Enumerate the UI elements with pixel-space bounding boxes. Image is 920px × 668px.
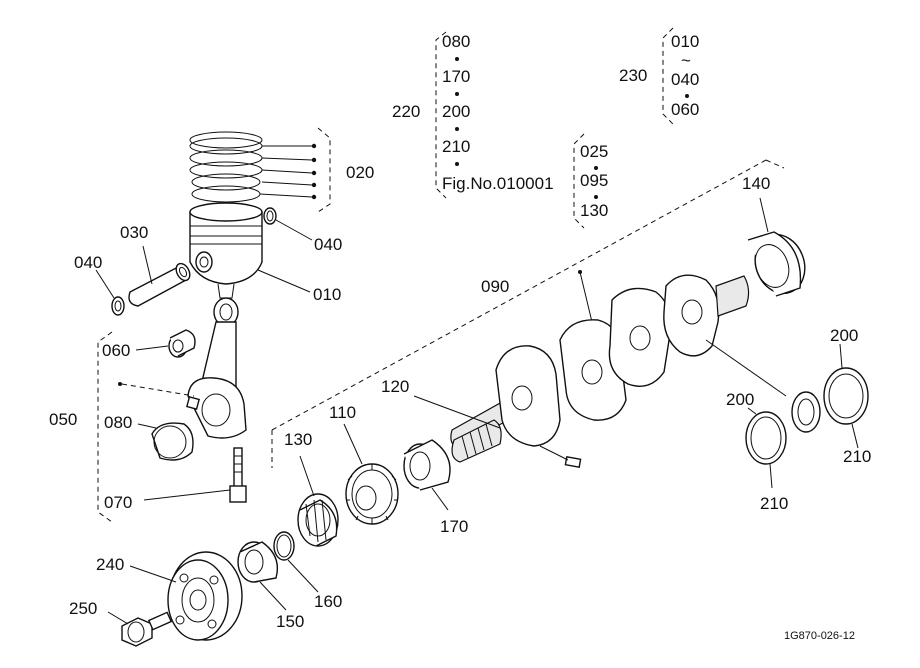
group-sub-reference: 025 095 130 [573, 133, 608, 229]
bullet-dot [594, 166, 598, 170]
bullet-dot [455, 127, 459, 131]
callout-010: 010 [313, 285, 341, 304]
assembly-axis-line [271, 159, 767, 431]
callout-200-right: 200 [830, 326, 858, 345]
ref-item: 010 [671, 32, 699, 51]
piston-ring-set [189, 127, 331, 213]
label-220: 220 [392, 102, 420, 121]
callout-130: 130 [284, 430, 312, 449]
crankpin-bearing [151, 422, 194, 461]
callout-200-left: 200 [726, 390, 754, 409]
label-230: 230 [619, 66, 647, 85]
group-230-reference: 230 010 ~ 040 060 [619, 27, 699, 125]
main-bearing-rear [747, 231, 806, 297]
tilde-symbol: ~ [681, 51, 691, 70]
callout-210-left: 210 [760, 494, 788, 513]
callout-170: 170 [440, 517, 468, 536]
crankshaft-pulley [167, 551, 243, 641]
callout-020: 020 [346, 163, 374, 182]
callout-090: 090 [481, 277, 509, 296]
callout-150: 150 [276, 612, 304, 631]
callout-110: 110 [329, 403, 356, 422]
ref-item: 060 [671, 100, 699, 119]
ref-item: 040 [671, 70, 699, 89]
callout-040-left: 040 [74, 253, 102, 272]
bullet-dot [685, 94, 689, 98]
oil-pump-drive-gear [297, 493, 339, 547]
thrust-washer-left [745, 411, 787, 465]
callout-160: 160 [314, 592, 342, 611]
snap-ring [263, 207, 277, 225]
ref-item: 095 [580, 171, 608, 190]
callout-060: 060 [102, 341, 130, 360]
rod-bolt [229, 447, 247, 503]
callout-070: 070 [104, 493, 132, 512]
connecting-rod [186, 297, 247, 439]
bullet-dot [455, 57, 459, 61]
callout-080: 080 [104, 413, 132, 432]
ref-item: 080 [442, 32, 470, 51]
piston [189, 202, 263, 299]
pulley-nut [121, 611, 173, 647]
callout-140: 140 [742, 174, 770, 193]
group-220-reference: 220 080 170 200 210 Fig.No.010001 [392, 31, 554, 199]
ref-item: 200 [442, 102, 470, 121]
ref-item: 170 [442, 67, 470, 86]
o-ring [273, 531, 295, 561]
figure-reference: 1G870-026-12 [784, 630, 855, 642]
assembly-axis-line [765, 159, 785, 169]
snap-ring [111, 296, 125, 316]
callout-250: 250 [69, 599, 97, 618]
bullet-dot [455, 92, 459, 96]
spline-shaft-end [451, 419, 502, 463]
callout-040-right: 040 [314, 235, 342, 254]
ref-item: 130 [580, 201, 608, 220]
ref-item: Fig.No.010001 [442, 174, 554, 193]
callout-240: 240 [96, 555, 124, 574]
crankshaft-collar [237, 541, 279, 583]
thrust-bearing-assembly [791, 367, 869, 433]
bullet-dot [455, 162, 459, 166]
ref-item: 025 [580, 142, 608, 161]
callout-030: 030 [120, 223, 148, 242]
bullet-dot [594, 195, 598, 199]
callout-050: 050 [49, 410, 77, 429]
ref-item: 210 [442, 137, 470, 156]
crankshaft-gear [345, 463, 399, 525]
callout-120: 120 [381, 377, 409, 396]
small-end-bushing [168, 329, 196, 358]
piston-pin [128, 262, 191, 307]
front-bushing [403, 439, 451, 491]
callout-210-right: 210 [843, 447, 871, 466]
